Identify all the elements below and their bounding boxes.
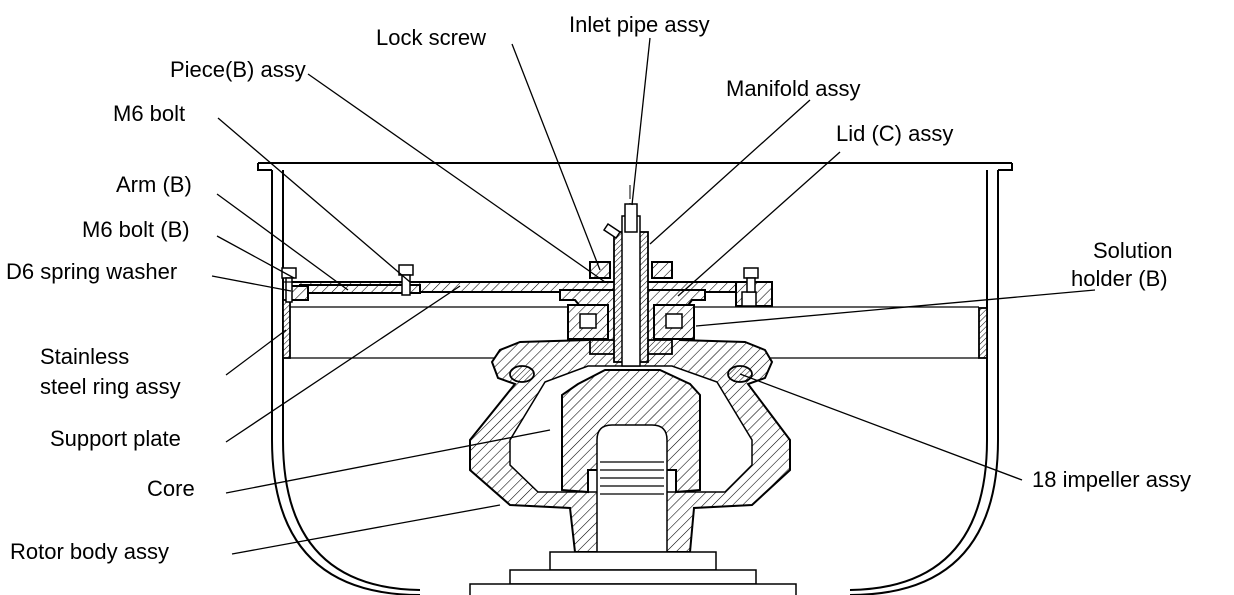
label-m6-bolt-b: M6 bolt (B) bbox=[82, 217, 190, 242]
leader-lines bbox=[211, 37, 1096, 555]
label-support-plate: Support plate bbox=[50, 426, 181, 451]
label-solution-line-2: holder (B) bbox=[1071, 266, 1168, 291]
label-stainless-line-2: steel ring assy bbox=[40, 374, 181, 399]
label-m6-bolt: M6 bolt bbox=[113, 101, 185, 126]
manifold-assy bbox=[589, 215, 673, 367]
label-arm-b: Arm (B) bbox=[116, 172, 192, 197]
label-manifold-assy: Manifold assy bbox=[726, 76, 861, 101]
label-stainless-line-1: Stainless bbox=[40, 344, 129, 369]
label-rotor-body-assy: Rotor body assy bbox=[10, 539, 169, 564]
label-core: Core bbox=[147, 476, 195, 501]
m6-bolt bbox=[398, 264, 759, 296]
chamber-bowl bbox=[257, 162, 1013, 595]
impeller-assy bbox=[509, 365, 753, 383]
rotor-body bbox=[469, 289, 791, 553]
label-lid-c-assy: Lid (C) assy bbox=[836, 121, 953, 146]
arm-b bbox=[289, 284, 421, 301]
label-18-impeller-assy: 18 impeller assy bbox=[1032, 467, 1191, 492]
lid-c bbox=[567, 304, 695, 340]
label-solution-line-1: Solution bbox=[1093, 238, 1173, 263]
label-lock-screw: Lock screw bbox=[376, 25, 486, 50]
label-piece-b-assy: Piece(B) assy bbox=[170, 57, 306, 82]
drive-base bbox=[469, 551, 797, 595]
labels: Inlet pipe assy Lock screw Piece(B) assy… bbox=[6, 12, 1191, 564]
label-d6-spring-washer: D6 spring washer bbox=[6, 259, 177, 284]
label-inlet-pipe-assy: Inlet pipe assy bbox=[569, 12, 710, 37]
inlet-pipe bbox=[602, 203, 638, 240]
